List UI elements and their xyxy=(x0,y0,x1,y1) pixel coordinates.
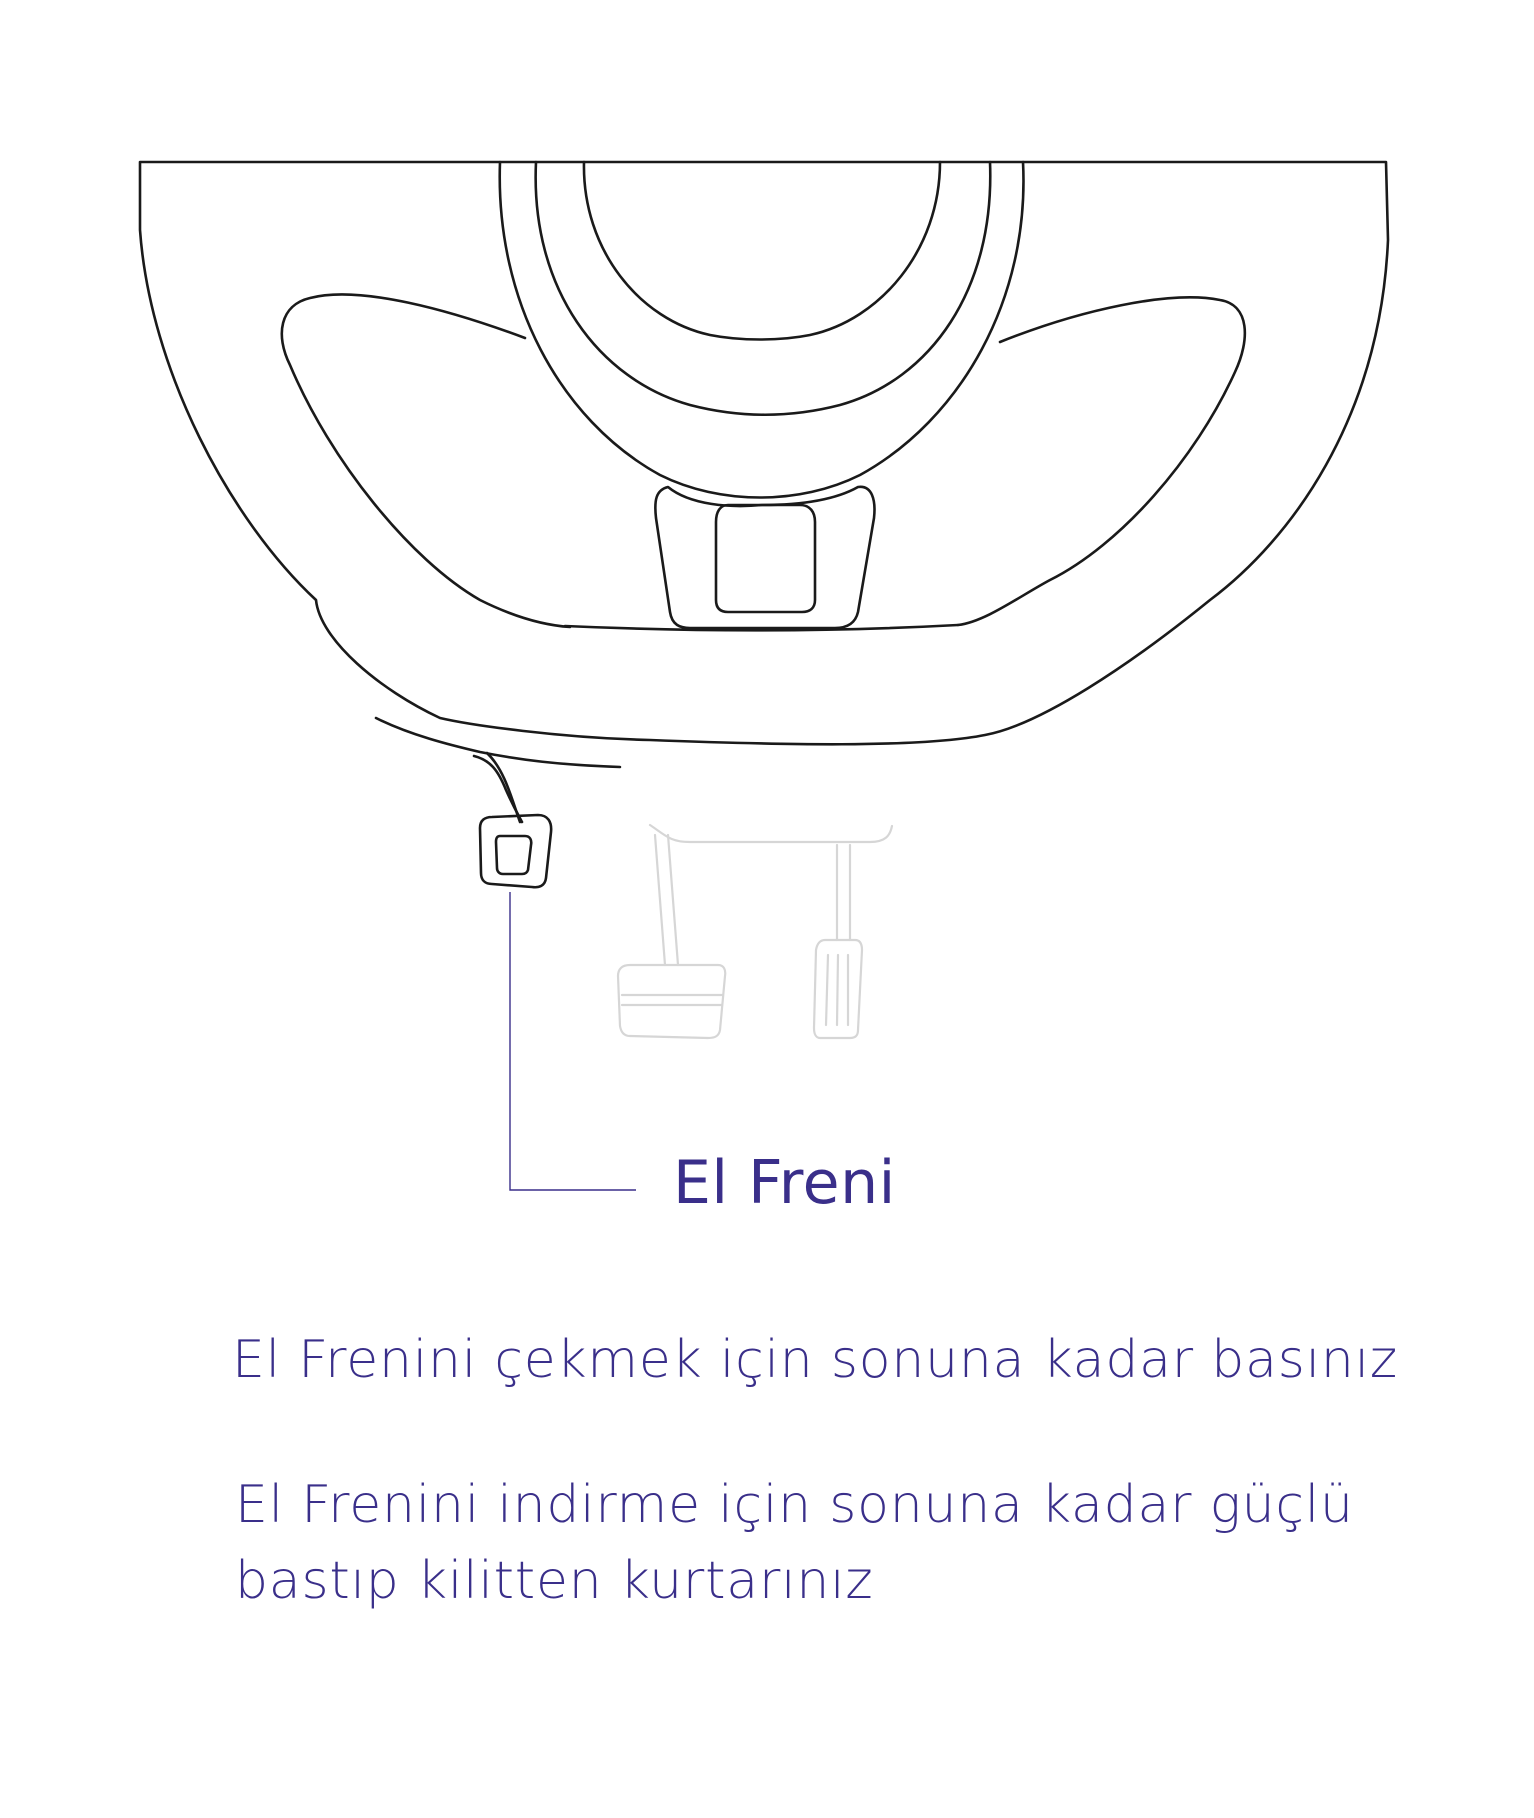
hub-middle xyxy=(534,160,992,416)
parking-brake-pedal-inner xyxy=(494,834,533,876)
accelerator-ridges xyxy=(824,953,850,1027)
pedal-mount-bar xyxy=(648,823,894,844)
left-spoke xyxy=(280,293,572,629)
brake-pedal-ridges xyxy=(620,993,724,1007)
accelerator-pedal xyxy=(812,938,864,1040)
release-instruction-line-1: El Frenini indirme için sonuna kadar güç… xyxy=(235,1475,1354,1535)
hub-outer xyxy=(498,160,1025,499)
lower-hub-housing xyxy=(654,485,876,630)
brake-pedal-pad xyxy=(616,963,727,1040)
parking-brake-pedal xyxy=(478,813,553,889)
bottom-crossbar xyxy=(563,623,960,632)
right-spoke xyxy=(956,296,1247,627)
hub-inner xyxy=(582,160,942,341)
accelerator-arm xyxy=(835,843,852,942)
lower-hub-pad xyxy=(714,503,817,614)
callout-leader-line xyxy=(509,892,636,1191)
callout-title: El Freni xyxy=(673,1148,896,1218)
dashboard-lower-edge xyxy=(374,716,622,769)
brake-pedal-arm xyxy=(653,833,680,967)
release-instruction: El Frenini indirme için sonuna kadar güç… xyxy=(235,1467,1354,1619)
steering-wheel-rim xyxy=(138,160,1390,746)
release-instruction-line-2: bastıp kilitten kurtarınız xyxy=(235,1551,874,1611)
engage-instruction: El Frenini çekmek için sonuna kadar bası… xyxy=(232,1330,1399,1390)
